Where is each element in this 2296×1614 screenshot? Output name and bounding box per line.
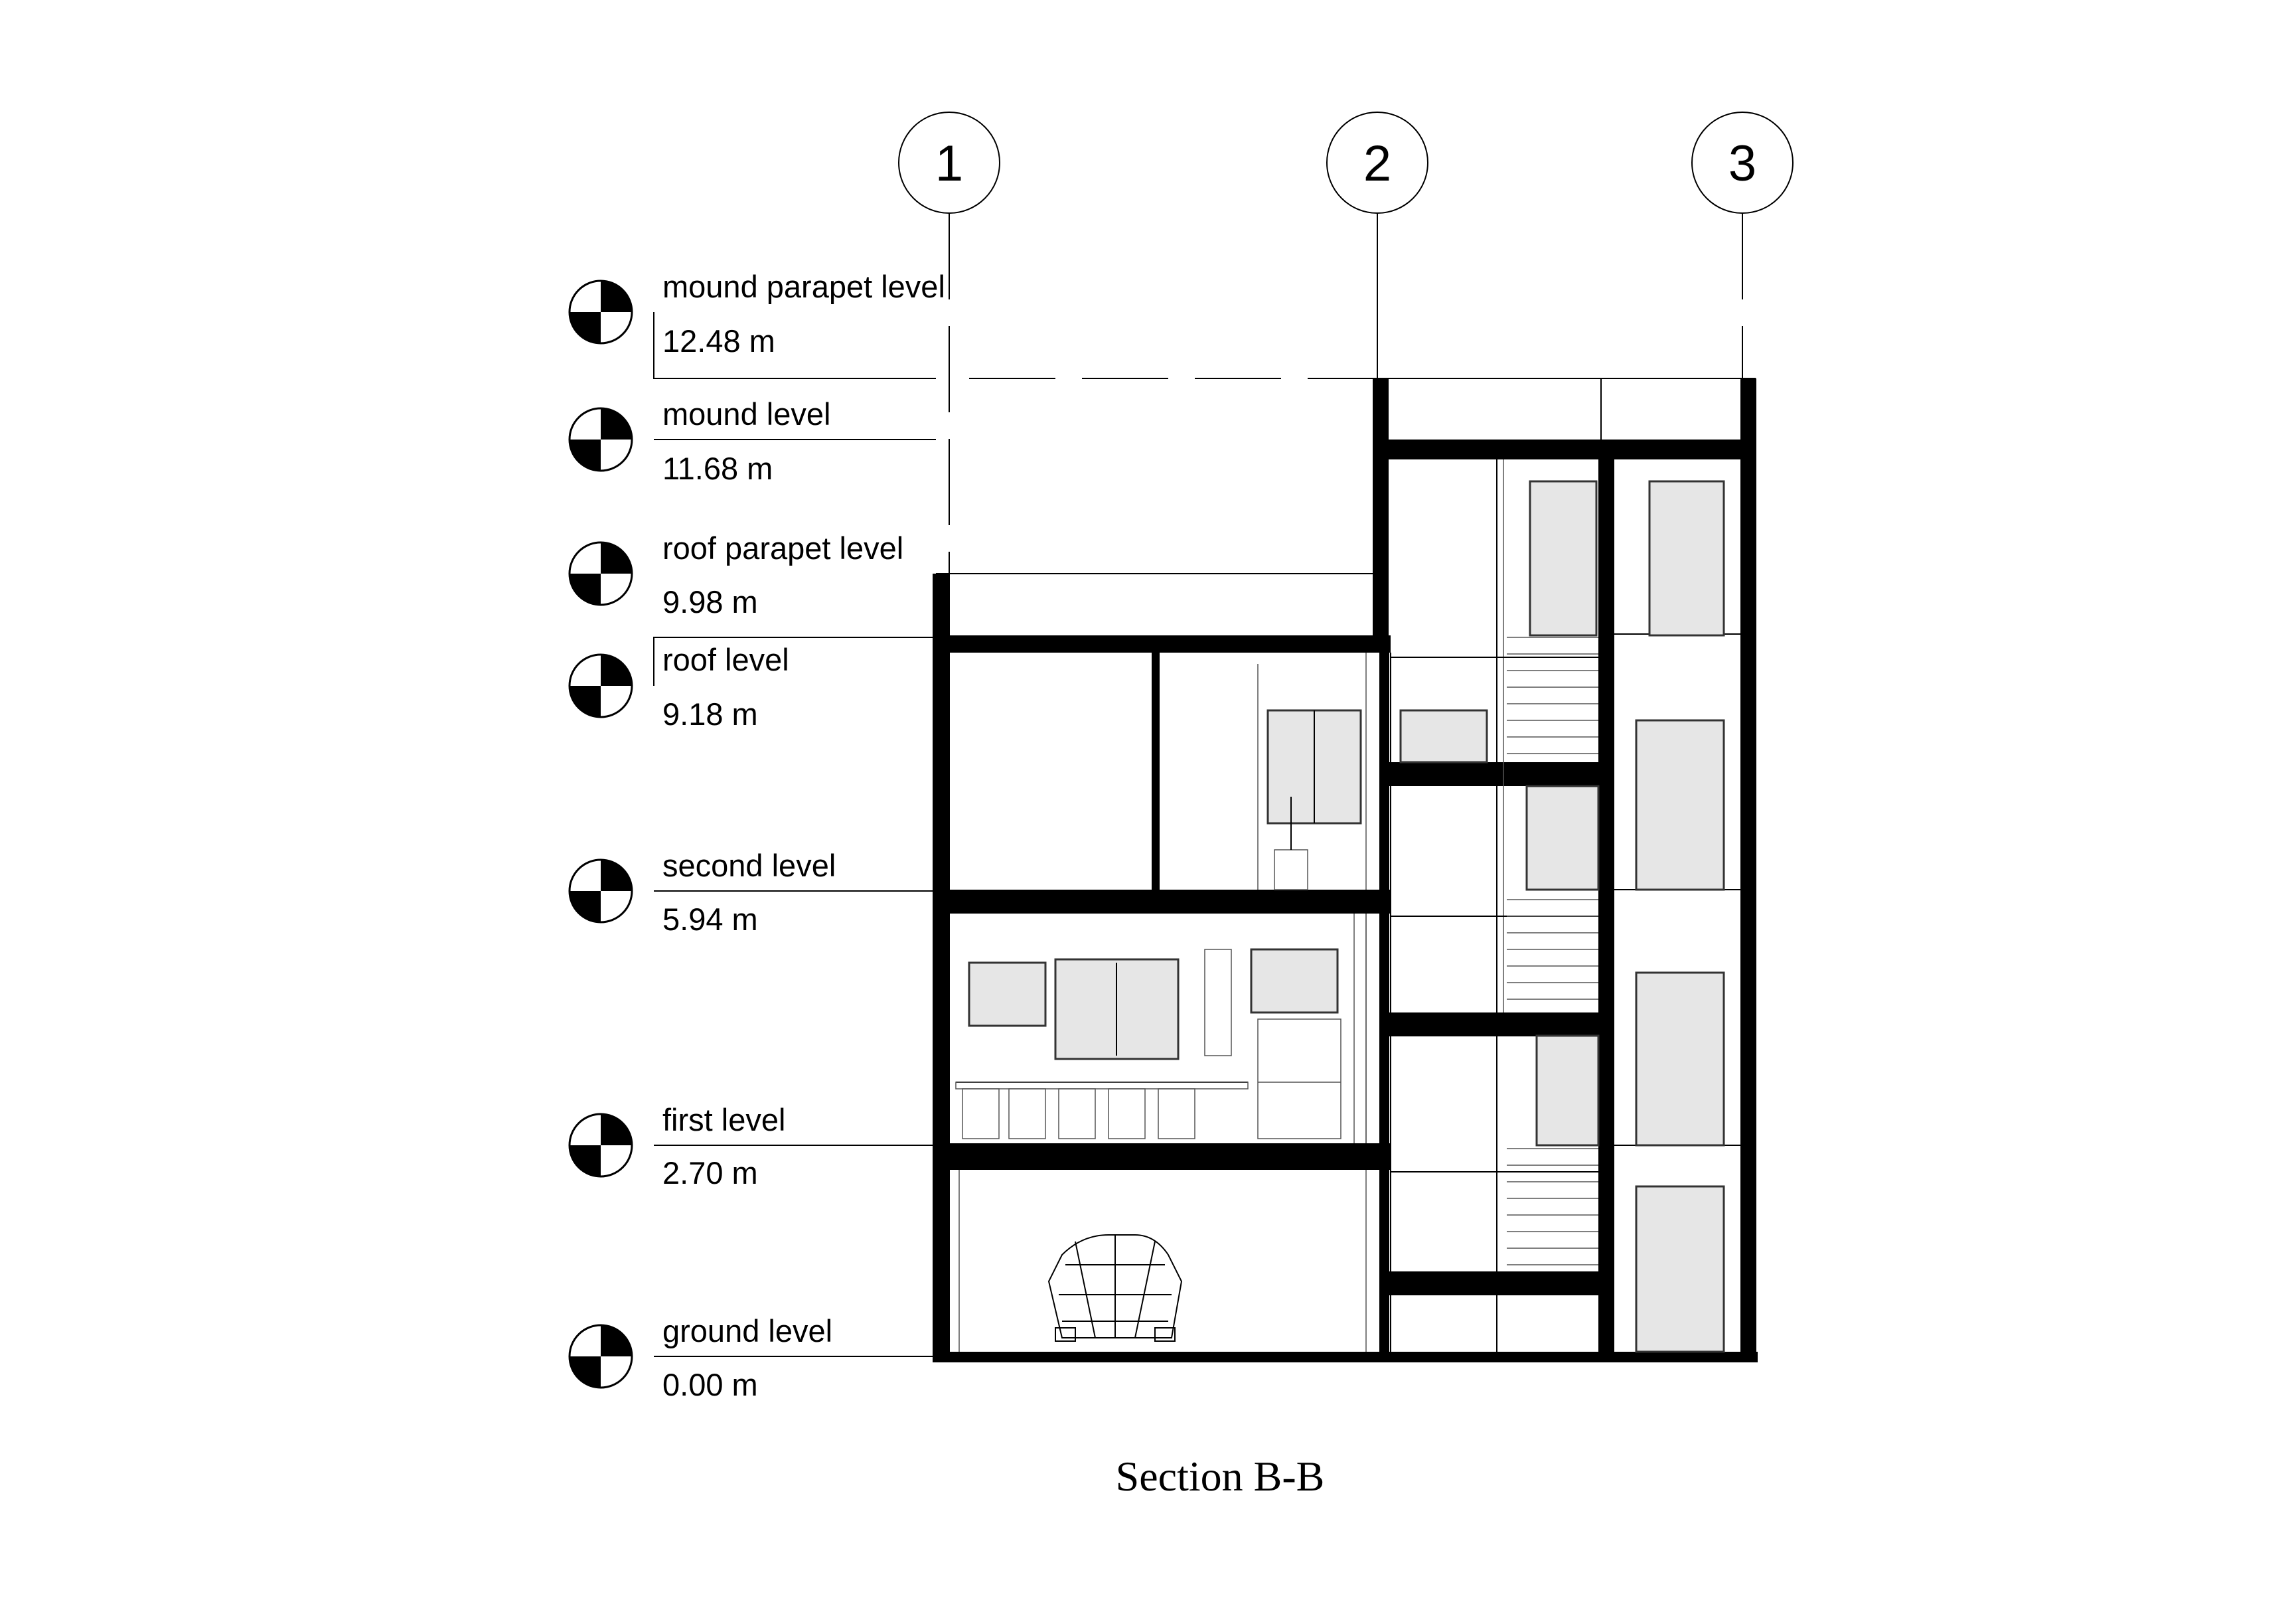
section-title: Section B-B bbox=[1116, 1453, 1325, 1500]
level-elevation: 12.48 m bbox=[662, 323, 775, 359]
grid-axis-3: 3 bbox=[1691, 112, 1794, 378]
grid-axis-2: 2 bbox=[1326, 112, 1428, 378]
level-marker-first: first level 2.70 m bbox=[568, 1102, 936, 1190]
level-name: second level bbox=[662, 848, 836, 883]
level-elevation: 11.68 m bbox=[662, 451, 773, 486]
level-marker-mound: mound level 11.68 m bbox=[568, 396, 936, 486]
car-icon bbox=[1047, 1234, 1183, 1342]
level-name: mound parapet level bbox=[662, 269, 945, 304]
level-elevation: 0.00 m bbox=[662, 1367, 758, 1402]
level-name: roof parapet level bbox=[662, 530, 903, 566]
level-marker-ground: ground level 0.00 m bbox=[568, 1313, 936, 1402]
level-elevation: 9.98 m bbox=[662, 584, 758, 619]
level-marker-second: second level 5.94 m bbox=[568, 848, 936, 937]
level-elevation: 2.70 m bbox=[662, 1155, 758, 1190]
level-name: first level bbox=[662, 1102, 785, 1137]
grid-axis-2-label: 2 bbox=[1363, 135, 1391, 192]
building-section bbox=[933, 378, 1758, 1362]
grid-axis-1-label: 1 bbox=[935, 135, 963, 192]
level-marker-roof-parapet: roof parapet level 9.98 m bbox=[568, 530, 1377, 619]
level-name: roof level bbox=[662, 642, 789, 677]
level-elevation: 5.94 m bbox=[662, 902, 758, 937]
level-marker-mound-parapet: mound parapet level 12.48 m bbox=[568, 269, 1377, 379]
level-name: ground level bbox=[662, 1313, 832, 1348]
grid-axis-1: 1 bbox=[898, 112, 1000, 575]
level-name: mound level bbox=[662, 396, 830, 432]
level-marker-roof: roof level 9.18 m bbox=[568, 637, 936, 732]
grid-axis-3-label: 3 bbox=[1728, 135, 1756, 192]
level-elevation: 9.18 m bbox=[662, 696, 758, 732]
